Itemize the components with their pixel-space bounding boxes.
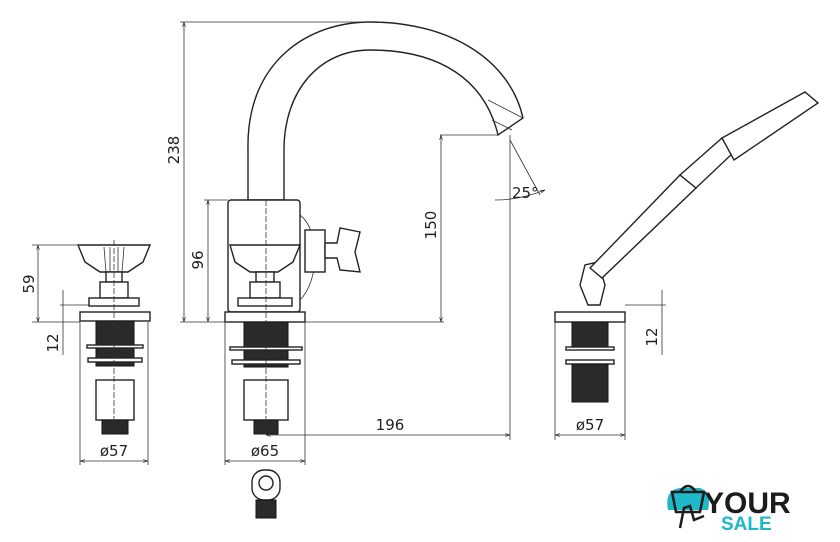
dim-spout-angle: 25° [512, 184, 539, 202]
base-plate [554, 311, 626, 323]
dim-left-valve-height: 59 [20, 274, 38, 293]
thread [101, 419, 129, 435]
connector-part [251, 469, 281, 519]
dim-shower-diameter: ø57 [576, 416, 604, 434]
lever-knob [304, 229, 326, 273]
dim-shower-plate: 12 [643, 327, 661, 346]
center-faucet [224, 21, 524, 519]
left-valve [76, 240, 152, 435]
dimension-lines [32, 21, 666, 465]
shower-handle [588, 174, 698, 279]
cross-handle [229, 244, 302, 273]
dim-left-valve-diameter: ø57 [100, 442, 128, 460]
dim-spout-height: 150 [422, 211, 440, 240]
shower-head [721, 91, 820, 162]
hand-shower [554, 91, 820, 403]
dim-spout-reach: 196 [376, 416, 405, 434]
spout [247, 21, 524, 201]
logo-your: YOUR [704, 487, 791, 520]
yoursale-logo: YOUR SALE [667, 484, 791, 535]
dim-faucet-body-height: 96 [189, 250, 207, 269]
dim-left-valve-plate: 12 [44, 333, 62, 352]
hand-icon [678, 504, 705, 529]
dim-faucet-total-height: 238 [165, 136, 183, 165]
shopping-bag-icon [670, 490, 706, 514]
lever [324, 227, 361, 273]
base-plate [224, 311, 306, 323]
logo-sale: SALE [721, 514, 772, 535]
dim-faucet-diameter: ø65 [251, 442, 279, 460]
valve-body [95, 379, 135, 421]
base-plate [79, 311, 151, 322]
